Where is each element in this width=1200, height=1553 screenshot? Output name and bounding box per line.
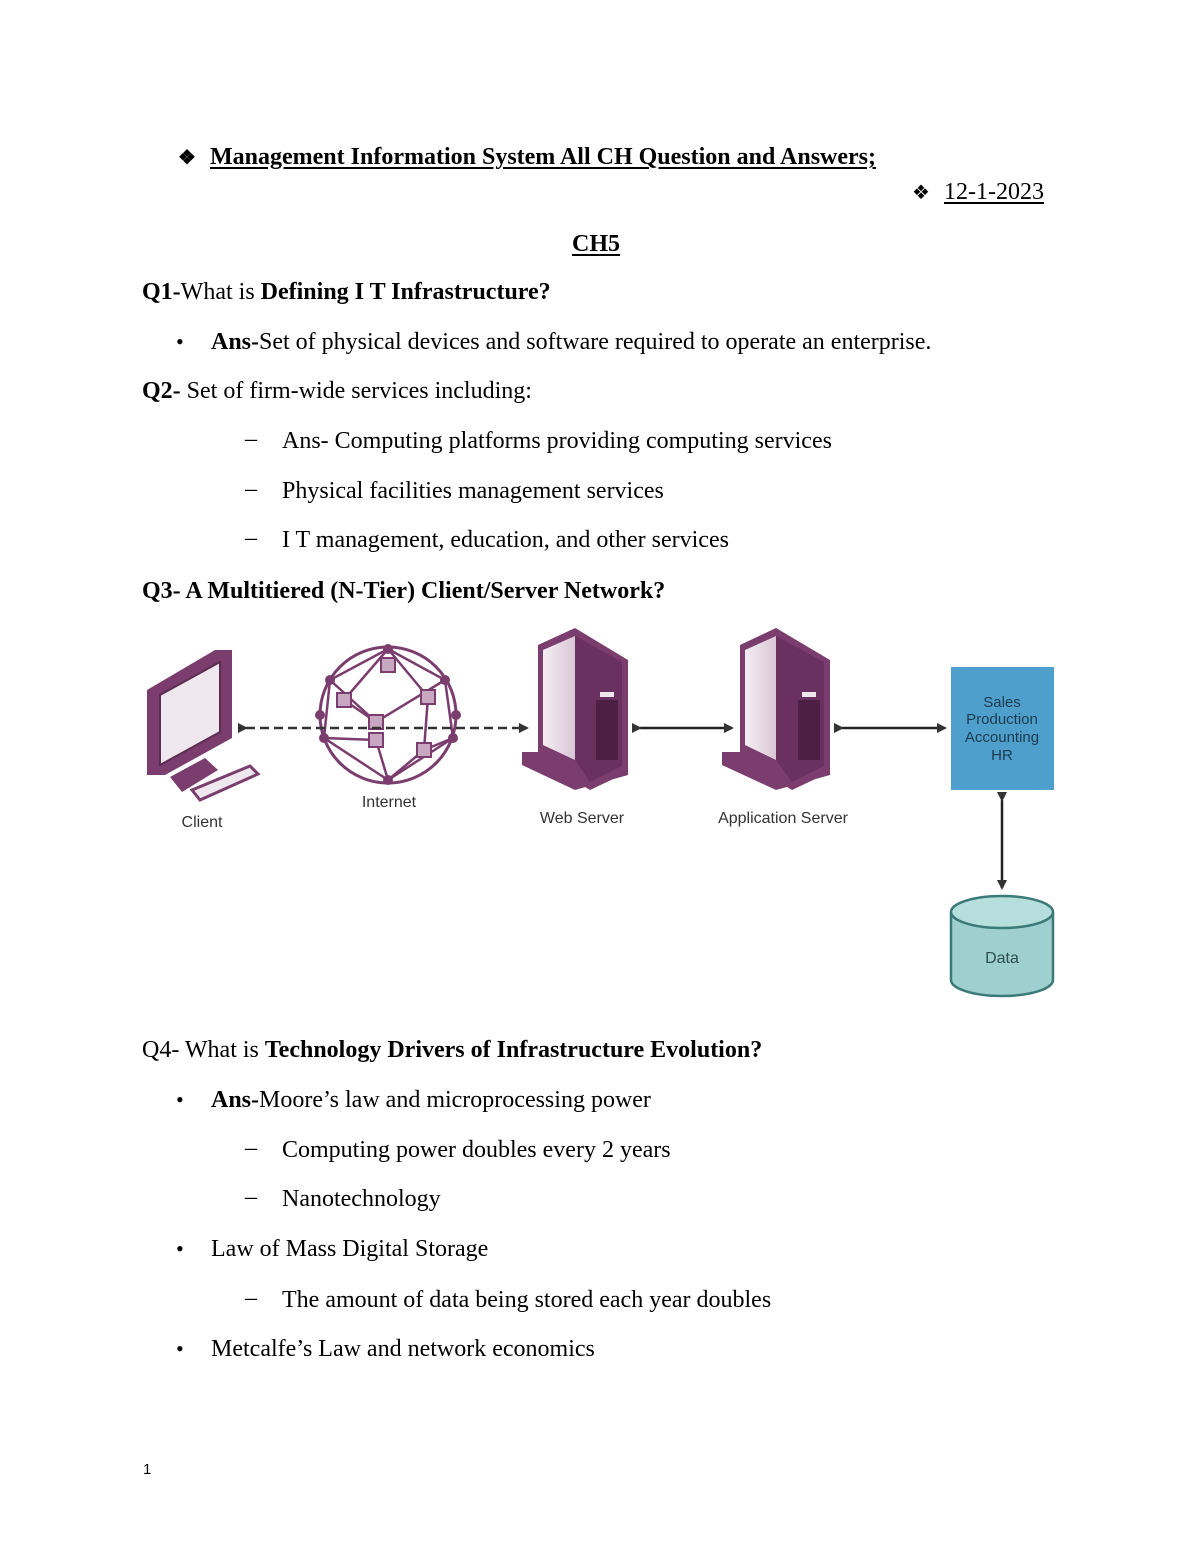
diamond-bullet-icon: ❖	[178, 147, 196, 169]
q3-title: Q3- A Multitiered (N-Tier) Client/Server…	[142, 578, 666, 604]
q4-bullet-2: Law of Mass Digital Storage	[211, 1236, 489, 1262]
q1-text: What is	[180, 279, 261, 305]
q4-bullet-3: Metcalfe’s Law and network economics	[211, 1336, 595, 1362]
page-number: 1	[143, 1461, 152, 1478]
q1-bold: Defining I T Infrastructure?	[260, 279, 551, 305]
q4-answer: Ans-Moore’s law and microprocessing powe…	[211, 1085, 651, 1115]
title-text: Management Information System All CH Que…	[210, 144, 877, 170]
q1-answer-label: Ans-	[211, 329, 260, 355]
dept-production: Production	[966, 711, 1038, 728]
dash-icon: –	[245, 1184, 257, 1210]
bullet-icon: •	[176, 1087, 184, 1112]
web-server-label: Web Server	[540, 810, 625, 827]
dept-sales: Sales	[983, 694, 1021, 711]
q4-question: Q4- What is Technology Drivers of Infras…	[142, 1035, 762, 1065]
dash-icon: –	[245, 426, 257, 452]
q4-answer-label: Ans-	[211, 1087, 260, 1113]
q1-question: Q1-What is Defining I T Infrastructure?	[142, 277, 551, 307]
document-date: ❖ 12-1-2023	[912, 177, 1044, 208]
bullet-icon: •	[176, 329, 184, 354]
q4-prefix: Q4- What is	[142, 1037, 265, 1063]
q4-bold: Technology Drivers of Infrastructure Evo…	[264, 1037, 763, 1063]
q2-question: Q2- Set of firm-wide services including:	[142, 376, 532, 406]
q4-sub-item: Nanotechnology	[282, 1186, 441, 1212]
web-server-icon	[522, 628, 628, 790]
q4-sub-item: The amount of data being stored each yea…	[282, 1287, 772, 1313]
client-label: Client	[182, 814, 223, 831]
dash-icon: –	[245, 1135, 257, 1161]
departments-box	[951, 667, 1054, 790]
q4-answer-text: Moore’s law and microprocessing power	[259, 1087, 651, 1113]
q2-item: I T management, education, and other ser…	[282, 527, 729, 553]
bullet-icon: •	[176, 1336, 184, 1361]
date-text: 12-1-2023	[944, 179, 1044, 205]
app-server-label: Application Server	[718, 810, 849, 827]
diamond-bullet-icon: ❖	[912, 182, 930, 204]
internet-label: Internet	[362, 794, 417, 811]
application-server-icon	[722, 628, 830, 790]
n-tier-network-diagram: Sales Production Accounting HR Data Clie…	[147, 628, 1055, 998]
dash-icon: –	[245, 525, 257, 551]
dept-accounting: Accounting	[965, 729, 1039, 746]
dash-icon: –	[245, 1285, 257, 1311]
q2-text: Set of firm-wide services including:	[180, 378, 532, 404]
chapter-heading: CH5	[572, 231, 620, 257]
document-title: ❖ Management Information System All CH Q…	[178, 142, 876, 173]
bullet-icon: •	[176, 1236, 184, 1261]
q4-sub-item: Computing power doubles every 2 years	[282, 1137, 671, 1163]
dash-icon: –	[245, 476, 257, 502]
internet-globe-icon	[315, 644, 461, 785]
dept-hr: HR	[991, 747, 1013, 764]
q2-item: Physical facilities management services	[282, 478, 664, 504]
client-computer-icon	[147, 650, 261, 802]
database-cylinder-icon	[949, 894, 1055, 998]
data-label: Data	[985, 950, 1019, 967]
q1-answer-text: Set of physical devices and software req…	[259, 329, 932, 355]
q2-item: Ans- Computing platforms providing compu…	[282, 428, 832, 454]
q1-prefix: Q1-	[142, 279, 181, 305]
q2-prefix: Q2-	[142, 378, 181, 404]
q1-answer: Ans-Set of physical devices and software…	[211, 327, 931, 357]
